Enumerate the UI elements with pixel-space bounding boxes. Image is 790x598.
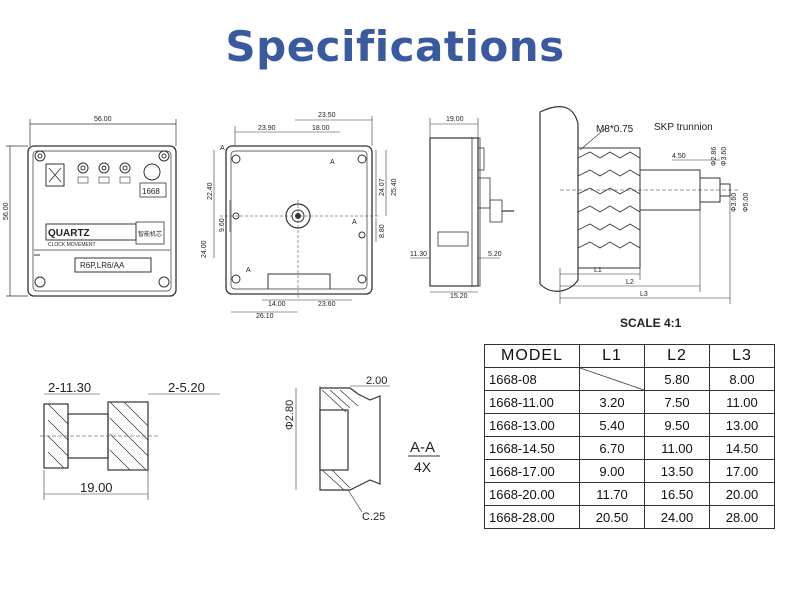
- pin-section: [40, 393, 220, 500]
- table-row: 1668-28.00 20.50 24.00 28.00: [484, 505, 775, 529]
- back-dim-8: 9.60: [219, 218, 226, 232]
- cell-model: 1668-11.00: [484, 390, 580, 414]
- cell-l3: 28.00: [709, 505, 775, 529]
- cell-l2: 16.50: [644, 482, 710, 506]
- section-aa-label: A-A: [410, 439, 435, 456]
- hole-depth: 2.00: [366, 375, 387, 387]
- cell-l3: 17.00: [709, 459, 775, 483]
- cell-l2: 9.50: [644, 413, 710, 437]
- pin-dim-a: 2-11.30: [48, 380, 91, 395]
- back-dim-6: 25.40: [391, 178, 398, 196]
- back-dim-12: 26.10: [256, 313, 274, 320]
- front-height-dim: 56.00: [3, 202, 10, 220]
- cell-l2: 7.50: [644, 390, 710, 414]
- hole-section: [295, 385, 440, 513]
- cell-model: 1668-17.00: [484, 459, 580, 483]
- page-title: Specifications: [225, 22, 565, 71]
- back-dim-9: 8.80: [379, 224, 386, 238]
- side-bottom-dim: 15.20: [450, 293, 468, 300]
- shaft-dim-1: 4.50: [672, 153, 686, 160]
- cell-l3: 13.00: [709, 413, 775, 437]
- back-dim-11: 23.60: [318, 301, 336, 308]
- cell-l2: 5.80: [644, 367, 710, 391]
- section-mark-a4: A: [352, 219, 357, 226]
- cell-l2: 24.00: [644, 505, 710, 529]
- back-dim-4: 22.40: [207, 182, 214, 200]
- section-mark-a2: A: [330, 159, 335, 166]
- side-view: [410, 118, 514, 293]
- thread-label: M8*0.75: [596, 124, 634, 135]
- cell-l1-empty: [579, 367, 645, 391]
- cell-l3: 14.50: [709, 436, 775, 460]
- cell-l1: 11.70: [579, 482, 645, 506]
- cell-l1: 5.40: [579, 413, 645, 437]
- spec-header-row: MODEL L1 L2 L3: [484, 344, 775, 368]
- table-row: 1668-11.00 3.20 7.50 11.00: [484, 390, 775, 414]
- back-view: [213, 116, 387, 313]
- shaft-phi-3: Φ3.60: [731, 193, 738, 212]
- table-row: 1668-13.00 5.40 9.50 13.00: [484, 413, 775, 437]
- cell-l3: 20.00: [709, 482, 775, 506]
- back-dim-1: 23.50: [318, 112, 336, 119]
- front-cn-label: 智能机芯: [138, 230, 162, 238]
- cell-l1: 6.70: [579, 436, 645, 460]
- pin-dim-b: 2-5.20: [168, 380, 205, 395]
- section-aa-scale: 4X: [414, 459, 432, 475]
- cell-model: 1668-20.00: [484, 482, 580, 506]
- table-row: 1668-14.50 6.70 11.00 14.50: [484, 436, 775, 460]
- cell-l1: 9.00: [579, 459, 645, 483]
- header-l2: L2: [644, 344, 710, 368]
- shaft-phi-1: Φ2.86: [711, 147, 718, 166]
- back-dim-5: 24.07: [379, 178, 386, 196]
- front-width-dim: 56.00: [94, 116, 112, 123]
- side-left-dim: 11.30: [410, 251, 427, 258]
- cell-model: 1668-08: [484, 367, 580, 391]
- table-row: 1668-17.00 9.00 13.50 17.00: [484, 459, 775, 483]
- side-width-dim: 19.00: [446, 116, 464, 123]
- back-dim-7: 24.00: [201, 240, 208, 258]
- cell-l1: 20.50: [579, 505, 645, 529]
- cell-l2: 11.00: [644, 436, 710, 460]
- pin-dim-c: 19.00: [80, 480, 113, 495]
- front-subtext: CLOCK MOVEMENT: [48, 242, 96, 248]
- length-l3: L3: [640, 291, 648, 298]
- trunnion-label: SKP trunnion: [654, 122, 713, 133]
- section-mark-a1: A: [220, 145, 225, 152]
- header-l3: L3: [709, 344, 775, 368]
- shaft-view: [539, 106, 740, 304]
- hole-chamfer: C.25: [362, 511, 385, 523]
- back-dim-3: 18.00: [312, 125, 330, 132]
- back-dim-2: 23.90: [258, 125, 276, 132]
- front-view: [6, 119, 177, 297]
- front-battery-label: R6P,LR6/AA: [80, 261, 125, 270]
- table-row: 1668-20.00 11.70 16.50 20.00: [484, 482, 775, 506]
- back-dim-10: 14.00: [268, 301, 286, 308]
- cell-model: 1668-14.50: [484, 436, 580, 460]
- cell-l1: 3.20: [579, 390, 645, 414]
- table-row: 1668-08 5.80 8.00: [484, 367, 775, 391]
- cell-model: 1668-13.00: [484, 413, 580, 437]
- spec-table: MODEL L1 L2 L3 1668-08 5.80 8.00 1668-11…: [484, 344, 775, 529]
- section-mark-a3: A: [246, 267, 251, 274]
- side-right-dim: 5.20: [488, 251, 502, 258]
- length-l1: L1: [594, 267, 602, 274]
- header-model: MODEL: [484, 344, 580, 368]
- cell-l3: 11.00: [709, 390, 775, 414]
- cell-model: 1668-28.00: [484, 505, 580, 529]
- diagonal-slash: [580, 368, 644, 390]
- header-l1: L1: [579, 344, 645, 368]
- cell-l3: 8.00: [709, 367, 775, 391]
- shaft-phi-4: Φ5.00: [743, 193, 750, 212]
- scale-label: SCALE 4:1: [620, 316, 682, 330]
- front-model-tag: 1668: [142, 187, 160, 196]
- front-brand-label: QUARTZ: [48, 228, 90, 239]
- cell-l2: 13.50: [644, 459, 710, 483]
- shaft-phi-2: Φ3.60: [721, 147, 728, 166]
- hole-dia: Φ2.80: [284, 400, 296, 430]
- length-l2: L2: [626, 279, 634, 286]
